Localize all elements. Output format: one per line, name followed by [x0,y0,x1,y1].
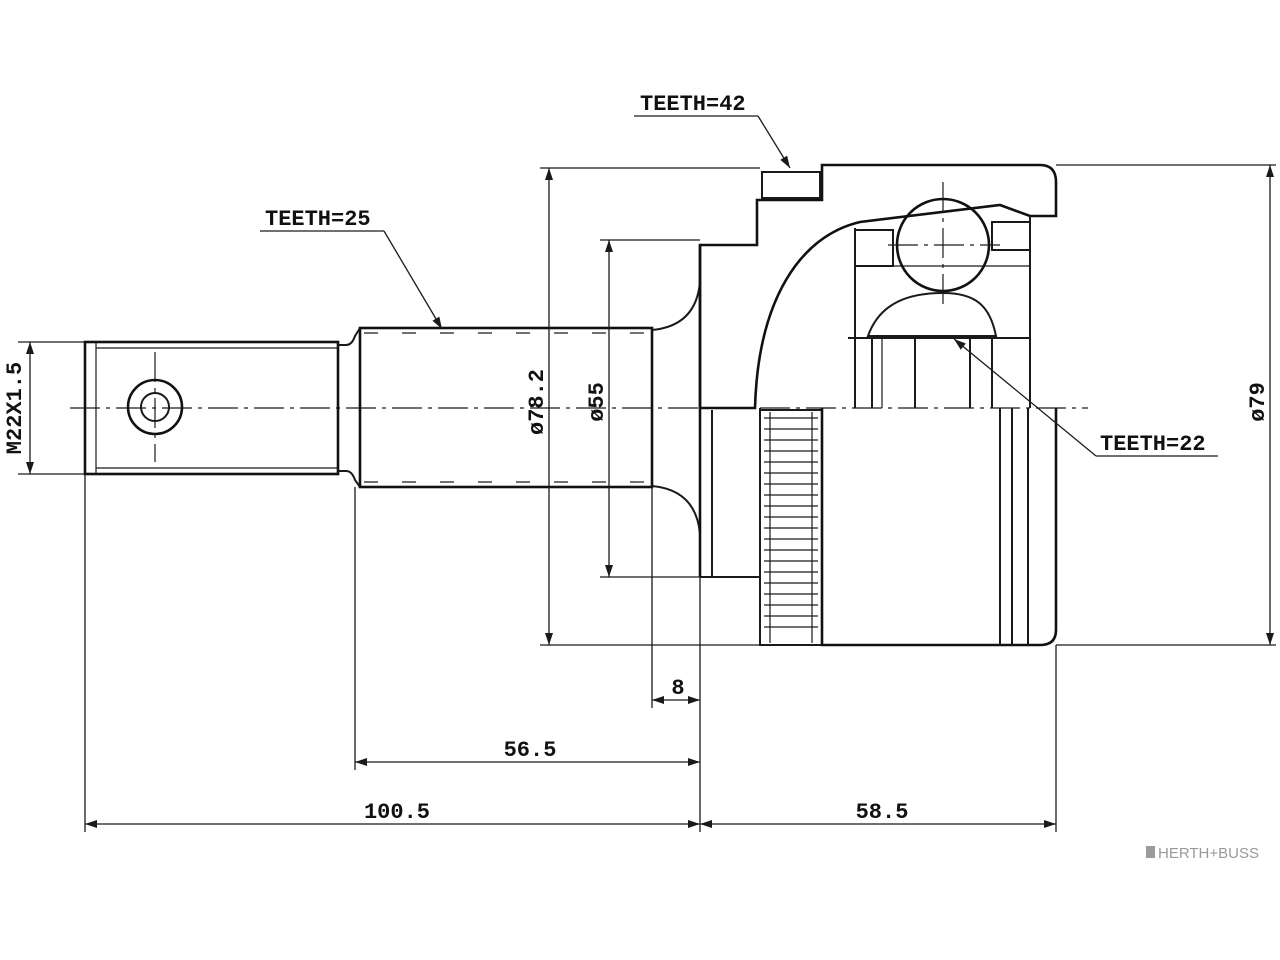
threaded-shaft-end [83,340,340,476]
abs-ring-upper [761,171,821,199]
thread-body [83,340,340,476]
dim-text-565: 56.5 [504,738,557,763]
label-teeth-25: TEETH=25 [265,207,371,232]
dimension-thread: M22X1.5 [3,341,85,475]
leader-teeth-22: TEETH=22 [953,338,1218,457]
dimension-length-58-5: 58.5 [700,645,1057,832]
abs-ring-teeth [764,412,818,643]
leader-teeth-25: TEETH=25 [260,207,443,330]
dim-text-585: 58.5 [856,800,909,825]
dim-text-55: ø55 [585,382,610,422]
cage-right-segment [991,221,1031,251]
dim-text-8: 8 [671,676,684,701]
spline-body [358,326,654,489]
dim-text-782: ø78.2 [525,369,550,435]
dim-text-thread: M22X1.5 [3,362,28,454]
leader-teeth-42: TEETH=42 [634,92,791,169]
dimension-dia-78-2: ø78.2 [525,167,760,646]
label-teeth-22: TEETH=22 [1100,432,1206,457]
leader-line-42 [757,115,791,169]
shaft-spline-section [358,326,654,489]
dimension-dia-55: ø55 [585,239,700,578]
brand-watermark: HERTH+BUSS [1146,845,1259,862]
label-teeth-42: TEETH=42 [640,92,746,117]
brand-logo-icon [1146,846,1155,858]
dimension-length-8: 8 [651,487,700,708]
dimension-length-56-5: 56.5 [354,487,700,770]
dimension-dia-79: ø79 [1056,164,1276,646]
dimension-length-100-5: 100.5 [84,474,700,832]
bell-housing-section [698,163,1058,410]
inner-race-section [866,291,998,337]
fillet-bottom [651,485,701,535]
brand-text: HERTH+BUSS [1158,845,1259,862]
shaft-neck-top [338,327,361,346]
fillet-top [651,281,701,331]
leader-line-25 [383,230,443,330]
dim-text-79: ø79 [1246,382,1271,422]
leader-line-22 [953,338,1097,457]
bell-housing-exterior [698,245,1058,647]
cage-left-segment [854,229,894,267]
dim-text-1005: 100.5 [364,800,430,825]
bell-outer-lower [820,408,1058,647]
shaft-neck-bottom [338,470,361,488]
